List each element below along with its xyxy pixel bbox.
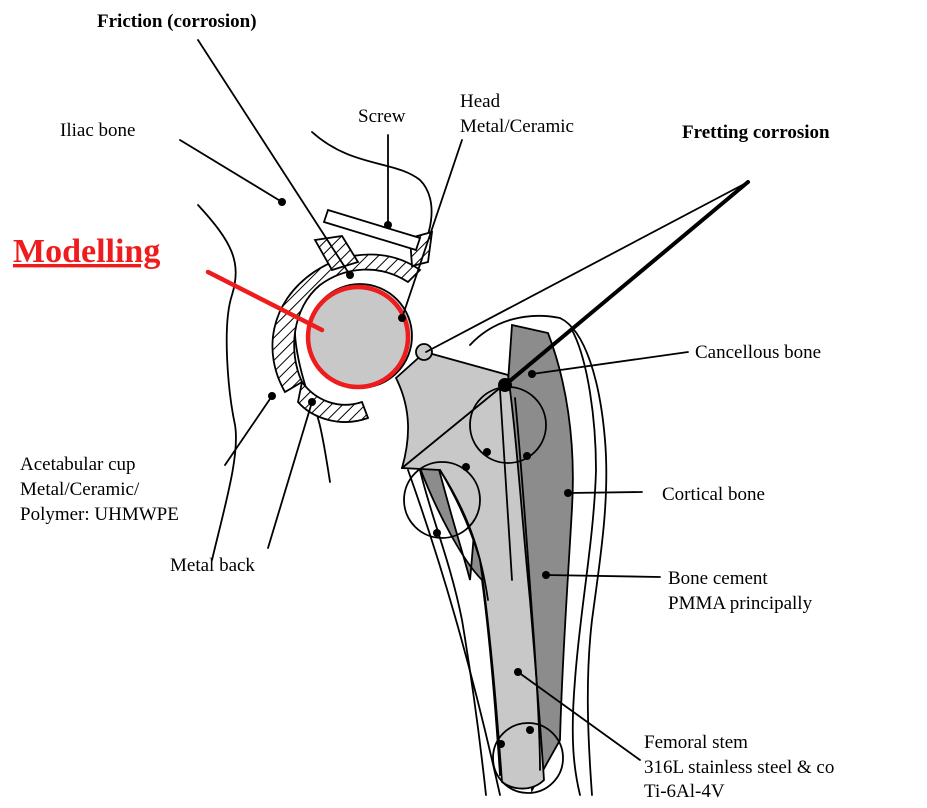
label-cortical: Cortical bone: [662, 484, 765, 505]
label-femoral-2: 316L stainless steel & co: [644, 757, 834, 778]
label-iliac: Iliac bone: [60, 120, 135, 141]
label-acetabular-1: Acetabular cup: [20, 454, 136, 475]
label-fretting: Fretting corrosion: [682, 122, 830, 143]
label-friction: Friction (corrosion): [97, 11, 257, 32]
label-metal-back: Metal back: [170, 555, 255, 576]
label-head-title: Head: [460, 91, 501, 112]
label-modelling: Modelling: [13, 233, 160, 270]
label-bone-cement-2: PMMA principally: [668, 593, 813, 614]
label-cancellous: Cancellous bone: [695, 342, 821, 363]
label-head-material: Metal/Ceramic: [460, 116, 574, 137]
label-femoral-1: Femoral stem: [644, 732, 748, 753]
label-acetabular-3: Polymer: UHMWPE: [20, 504, 179, 525]
label-screw: Screw: [358, 106, 406, 127]
label-bone-cement-1: Bone cement: [668, 568, 768, 589]
neck-junction: [416, 344, 432, 360]
label-femoral-3: Ti-6Al-4V: [644, 781, 725, 802]
label-acetabular-2: Metal/Ceramic/: [20, 479, 140, 500]
